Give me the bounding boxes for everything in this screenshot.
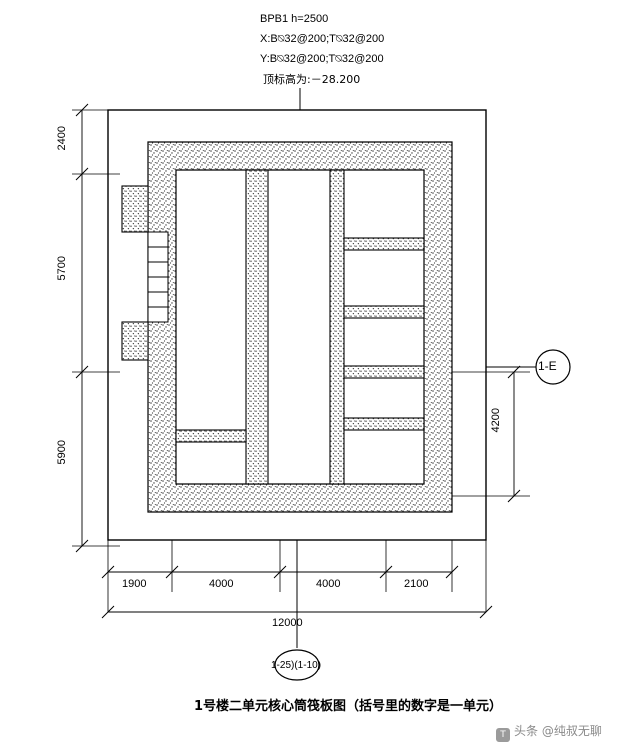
callout-line-4: 顶标高为:－28.200 [263,73,360,86]
watermark: T 头条 @纯叔无聊 [496,722,602,742]
callout-text-2: X:B⍉32@200;T⍉32@200 [260,33,385,45]
grid-bubble-right-label: 1-E [538,360,557,373]
dim-bottom-2100-text: 2100 [404,578,429,590]
grid-bubble-right-text: 1-E [538,359,557,373]
drawing-title-text: 1号楼二单元核心筒筏板图（括号里的数字是一单元） [194,699,503,714]
callout-text-1: BPB1 h=2500 [260,13,329,25]
callout-text-4: 顶标高为:－28.200 [263,73,361,86]
callout-line-2: X:B⍉32@200;T⍉32@200 [260,33,384,46]
dim-left-5700: 5700 [56,256,69,280]
dim-bottom-4000-b: 4000 [316,578,340,591]
dim-bottom-4000-a-text: 4000 [209,578,234,590]
dim-bottom-4000-b-text: 4000 [316,578,341,590]
dim-right-4200: 4200 [490,408,503,432]
callout-line-1: BPB1 h=2500 [260,13,328,26]
dim-bottom-1900: 1900 [122,578,146,591]
dim-left-5700-text: 5700 [56,256,68,281]
callout-line-3: Y:B⍉32@200;T⍉32@200 [260,53,384,66]
dim-bottom-total-text: 12000 [272,617,303,629]
watermark-text: 头条 @纯叔无聊 [514,724,602,738]
grid-bubble-bottom-label: 1-25)(1-10) [271,659,321,672]
dim-right-4200-text: 4200 [490,408,502,433]
callout-leader [299,88,301,110]
dim-left-5900: 5900 [56,440,69,464]
grid-bubble-bottom-text: 1-25)(1-10) [271,660,322,671]
dim-bottom-1900-text: 1900 [122,578,147,590]
toutiao-icon: T [496,728,510,742]
dim-left-5900-text: 5900 [56,440,68,465]
dim-bottom-4000-a: 4000 [209,578,233,591]
dim-left-2400-text: 2400 [56,126,68,151]
dim-bottom-2100: 2100 [404,578,428,591]
dim-left-2400: 2400 [56,126,69,150]
dim-bottom-total: 12000 [272,617,303,630]
drawing-title: 1号楼二单元核心筒筏板图（括号里的数字是一单元） [194,700,502,713]
callout-text-3: Y:B⍉32@200;T⍉32@200 [260,53,384,65]
